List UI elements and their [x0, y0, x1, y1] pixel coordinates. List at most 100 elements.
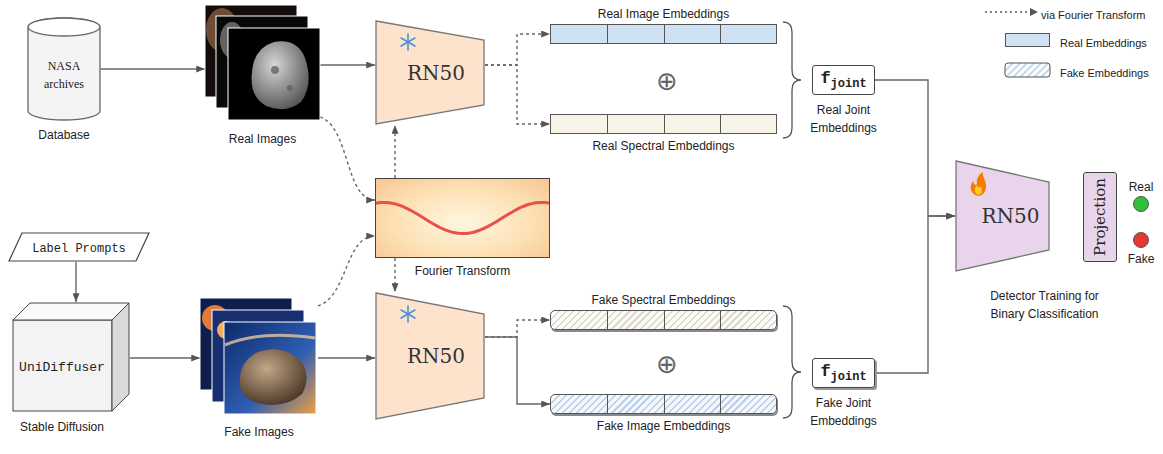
cube-front	[13, 320, 112, 411]
node-label: UniDiffuser	[19, 360, 105, 375]
node-label: Projection	[1091, 178, 1109, 256]
frozen-snowflake	[401, 34, 415, 50]
legend-text: via Fourier Transform	[1041, 9, 1146, 21]
trapezoid-outline	[376, 293, 484, 419]
label-holder: Fake	[1116, 249, 1163, 267]
connector	[130, 357, 200, 358]
connector	[318, 236, 375, 306]
legend-hatched-swatch	[1005, 63, 1050, 77]
cell-divider	[720, 115, 721, 133]
fourier-transform-box-outline	[376, 179, 551, 259]
node-label: Fake Image Embeddings	[597, 419, 730, 433]
node-label: NASA archives	[44, 59, 84, 91]
text-area	[205, 5, 320, 125]
cell-divider	[664, 115, 665, 133]
node-label: RN50	[407, 61, 465, 85]
text-area: UniDiffuser	[12, 302, 130, 412]
connector	[318, 357, 375, 358]
fake-image-stack	[200, 298, 316, 414]
connector	[485, 65, 550, 124]
frozen-encoder: RN50	[375, 20, 485, 125]
cell-divider	[720, 311, 721, 329]
brace	[783, 22, 801, 138]
label-holder: Real Images	[213, 129, 313, 147]
legend-holder: via Fourier Transform	[1041, 5, 1146, 23]
text-area	[1134, 233, 1148, 247]
legend-dotted-arrow	[985, 11, 1030, 13]
trapezoid-outline	[376, 21, 484, 124]
text-area: fjoint	[813, 66, 874, 94]
cell-divider	[607, 311, 608, 329]
node-label: Fourier Transform	[415, 264, 510, 278]
image-stack: Fake Images	[200, 298, 318, 418]
cylinder-top	[28, 18, 100, 36]
concat-symbol: ⊕	[656, 66, 678, 96]
brace	[783, 306, 801, 418]
frozen-encoder: RN50	[375, 292, 485, 420]
node-label: f	[820, 69, 830, 88]
concat-symbol: ⊕	[656, 349, 678, 379]
label-holder: Fake Images	[209, 422, 309, 440]
node-label: Real Spectral Embeddings	[592, 139, 734, 153]
real-output-dot: Real	[1133, 196, 1149, 212]
text-area: fjoint	[813, 359, 874, 387]
trainable-flame	[971, 172, 986, 196]
trapezoid-outline	[956, 161, 1049, 271]
connector	[394, 258, 395, 292]
node-label: RN50	[981, 204, 1039, 228]
text-area: NASA archives	[27, 18, 101, 120]
node-label: joint	[831, 77, 867, 91]
label-holder: Real Image Embeddings	[544, 4, 784, 22]
node-label: Real Image Embeddings	[598, 7, 729, 21]
cell-divider	[664, 311, 665, 329]
label-holder: Real Spectral Embeddings	[544, 136, 784, 154]
joint-function-box: fjointFake Joint Embeddings	[812, 358, 875, 388]
cell-divider	[664, 25, 665, 43]
label-holder: Detector Training for Binary Classificat…	[955, 286, 1135, 322]
node-label: Real	[1129, 180, 1154, 194]
label-holder: Real Joint Embeddings	[799, 100, 889, 136]
sine-wave	[376, 202, 549, 233]
projection-head: Projection	[1083, 172, 1117, 262]
text-area	[200, 298, 318, 418]
cell-divider	[607, 395, 608, 413]
label-holder: Database	[14, 125, 114, 143]
legend-holder: Fake Embeddings	[1060, 63, 1149, 81]
connector	[875, 80, 955, 216]
embedding-bar: Fake Image Embeddings	[550, 394, 777, 414]
cube-side	[112, 303, 129, 411]
text-line: RN50	[407, 344, 465, 368]
legend-text: Real Embeddings	[1060, 37, 1147, 49]
image-stack: Real Images	[205, 5, 320, 125]
node-label: Fake Joint Embeddings	[810, 396, 877, 428]
text-area: RN50	[955, 160, 1050, 272]
node-label: Fake Images	[224, 425, 293, 439]
label-holder: ⊕	[655, 66, 679, 96]
prompt-input: Label Prompts	[8, 232, 150, 262]
legend-arrow-head	[1030, 8, 1038, 16]
connector	[101, 68, 205, 69]
text-line: RN50	[407, 61, 465, 85]
fourier-transform-box: Fourier Transform	[375, 178, 550, 258]
legend-holder: Real Embeddings	[1060, 33, 1147, 51]
text-line: fjoint	[820, 69, 866, 91]
embedding-bar: Real Image Embeddings	[550, 24, 777, 44]
connector	[485, 320, 550, 337]
node-label: Stable Diffusion	[20, 420, 104, 434]
node-label: Fake Spectral Embeddings	[591, 293, 735, 307]
node-label: Label Prompts	[32, 242, 126, 256]
connector	[320, 117, 375, 200]
label-holder: Stable Diffusion	[2, 417, 122, 435]
cylinder-body	[28, 18, 100, 120]
node-label: joint	[831, 370, 867, 384]
connector	[394, 125, 395, 178]
joint-function-box: fjointReal Joint Embeddings	[812, 65, 875, 95]
label-holder: Fake Spectral Embeddings	[544, 290, 784, 308]
node-label: RN50	[407, 344, 465, 368]
connector	[75, 262, 76, 302]
text-line: UniDiffuser	[19, 357, 105, 375]
node-label: Detector Training for Binary Classificat…	[990, 289, 1099, 321]
node-label: f	[820, 362, 830, 381]
